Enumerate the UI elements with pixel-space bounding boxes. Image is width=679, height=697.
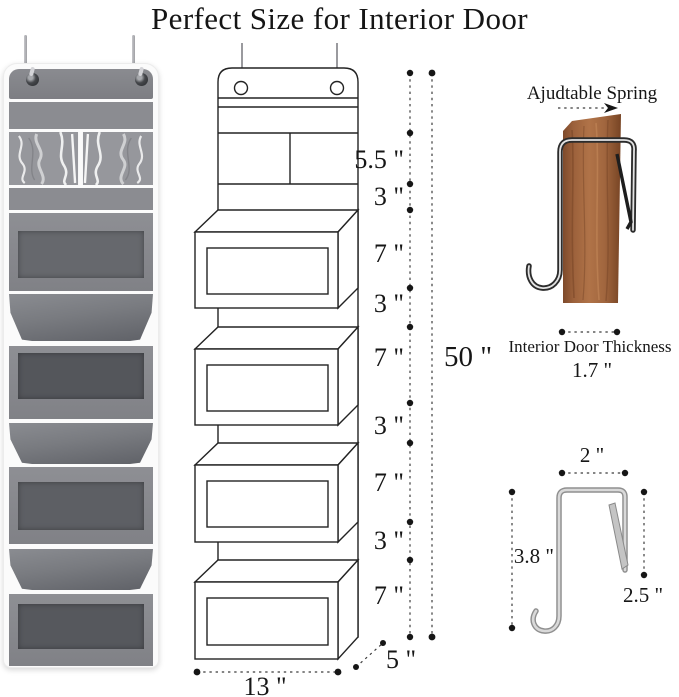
pocket-window <box>18 231 144 278</box>
pocket-window <box>18 353 144 399</box>
dim-7-a: 7 " <box>374 239 404 268</box>
dim-total-height: 50 " <box>444 341 492 373</box>
vinyl-crinkle-texture <box>17 132 144 185</box>
hanging-wires <box>241 43 338 70</box>
dim-depth: 5 " <box>386 645 416 674</box>
dim-3-a: 3 " <box>374 182 404 211</box>
pocket-window <box>18 604 144 649</box>
dim-7-c: 7 " <box>374 468 404 497</box>
organizer-body <box>3 63 159 668</box>
dim-3-d: 3 " <box>374 526 404 555</box>
depth-dimension: 5 " <box>353 640 416 674</box>
dim-7-d: 7 " <box>374 581 404 610</box>
window-pocket-3 <box>9 467 153 544</box>
organizer-band <box>9 102 153 129</box>
open-pocket-2 <box>9 423 153 464</box>
spring-hook-icon <box>525 137 637 291</box>
hook-side-length: 3.8 " <box>514 544 554 568</box>
metal-hook-icon <box>530 487 629 634</box>
page-title: Perfect Size for Interior Door <box>151 1 528 36</box>
width-dimension: 13 " <box>193 668 342 697</box>
segment-dimension-line <box>406 69 414 641</box>
spring-arrow-icon <box>558 103 618 113</box>
dim-5-5: 5.5 " <box>354 145 404 174</box>
pocket-1 <box>193 208 360 310</box>
pocket-3 <box>193 441 360 544</box>
pocket-2 <box>193 325 360 427</box>
open-pocket-3 <box>9 549 153 590</box>
hook-side-dimension: 3.8 " <box>508 488 554 632</box>
dim-3-c: 3 " <box>374 411 404 440</box>
hook-clip-length: 2.5 " <box>623 583 663 607</box>
grommet-right-icon <box>135 73 148 86</box>
door-thickness-label: Interior Door Thickness <box>508 337 671 356</box>
pocket-window <box>18 482 144 530</box>
pocket-4 <box>193 558 360 661</box>
dim-3-b: 3 " <box>374 289 404 318</box>
organizer-dimension-diagram: 5.5 " 3 " 7 " 3 " 7 " 3 " 7 " 3 " 7 " 50… <box>193 43 492 697</box>
hook-top-width: 2 " <box>580 443 604 467</box>
dim-7-b: 7 " <box>374 343 404 372</box>
open-pocket-1 <box>9 294 153 341</box>
window-pocket-4 <box>9 594 153 666</box>
window-pocket-2 <box>9 346 153 419</box>
hanging-hook-left-icon <box>24 35 27 69</box>
door-hook-illustration: Ajudtable Spring Interior Door Thickness… <box>508 83 672 382</box>
hook-top-width-dimension: 2 " <box>558 443 629 477</box>
door-thickness-dimension: Interior Door Thickness 1.7 " <box>508 328 672 382</box>
clear-vinyl-pockets <box>9 132 153 185</box>
organizer-band <box>9 188 153 210</box>
segment-labels: 5.5 " 3 " 7 " 3 " 7 " 3 " 7 " 3 " 7 " <box>354 145 404 610</box>
spring-label: Ajudtable Spring <box>527 83 658 104</box>
door-thickness-value: 1.7 " <box>572 358 612 382</box>
metal-hook-dimensions: 2 " 3.8 " 2.5 " <box>508 443 663 634</box>
dim-width: 13 " <box>243 672 286 697</box>
grommet-left-icon <box>26 73 39 86</box>
hook-clip-dimension: 2.5 " <box>623 488 663 607</box>
organizer-photo <box>3 35 159 668</box>
hanging-hook-right-icon <box>132 35 135 69</box>
organizer-top-panel <box>9 69 153 99</box>
window-pocket-1 <box>9 213 153 291</box>
total-height-dimension: 50 " <box>428 69 492 641</box>
